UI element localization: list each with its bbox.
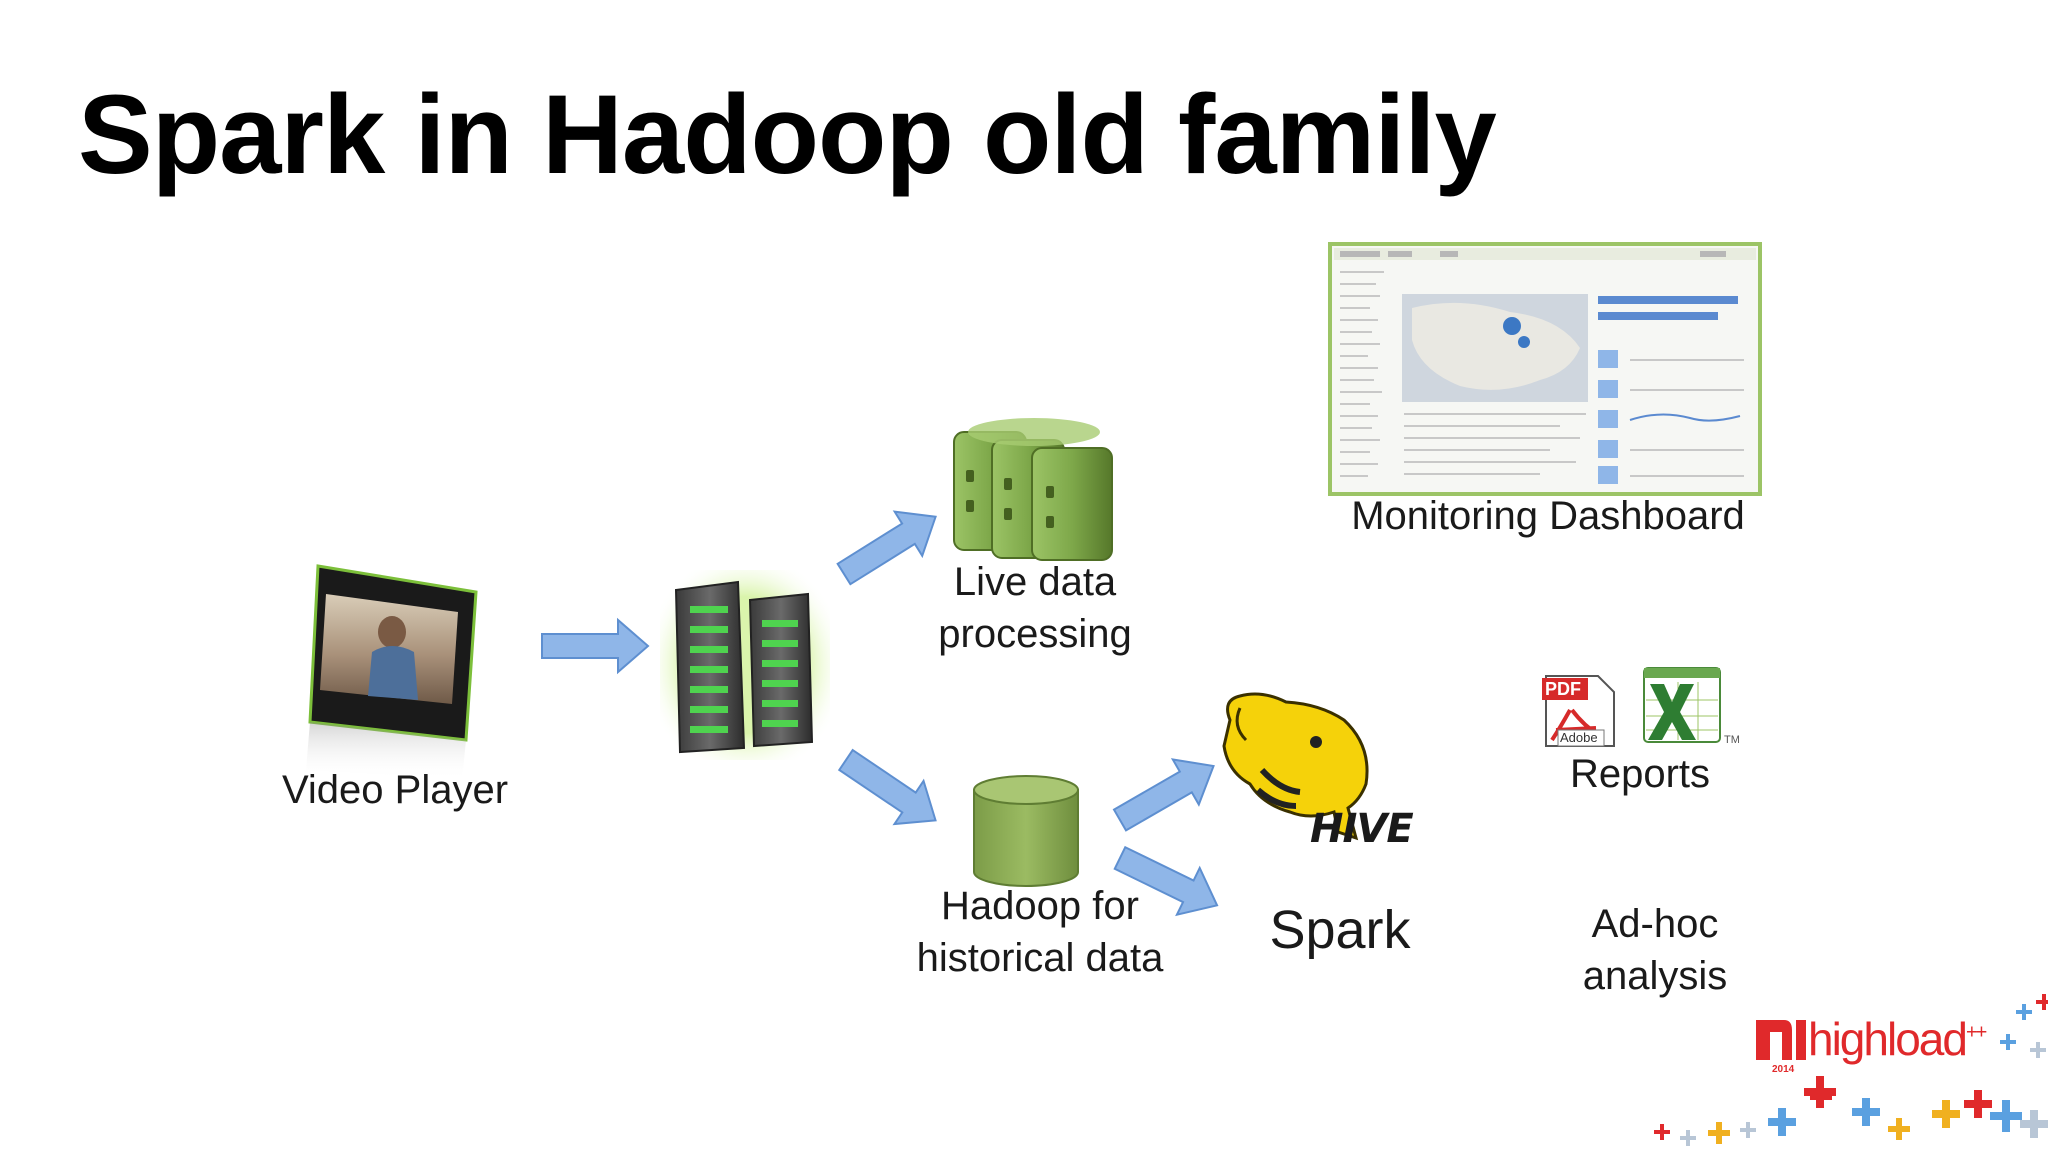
pdf-badge-text: PDF (1545, 679, 1581, 699)
server-rack-icon (660, 570, 830, 760)
arrow-hadoop-to-historical (837, 748, 937, 826)
spark-label: Spark (1269, 900, 1411, 960)
historical-data-label: Hadoop for historical data (880, 880, 1200, 984)
video-player-icon (306, 564, 478, 780)
arrow-video-to-hadoop (541, 617, 650, 675)
adhoc-analysis-label-line2: analysis (1582, 954, 1728, 998)
arrow-historical-to-hive (1112, 758, 1215, 832)
pdf-icon (1542, 675, 1615, 747)
hive-logo-text: HIVE (1310, 806, 1414, 852)
adhoc-analysis-label-line1: Ad-hoc (1591, 902, 1719, 946)
highload-wordmark: highload (1808, 1013, 1968, 1065)
highload-sup: ++ (1965, 1021, 1987, 1044)
reports-label: Reports (1569, 752, 1711, 796)
historical-data-label-line2: historical data (916, 936, 1164, 980)
live-data-label-line1: Live data (953, 560, 1117, 604)
database-cylinder-icon (973, 775, 1079, 887)
excel-trademark: TM (1724, 734, 1740, 746)
arrow-historical-to-spark (1113, 845, 1219, 917)
dashboard-screenshot-icon (1328, 242, 1762, 496)
hive-logo-icon (1222, 692, 1369, 841)
slide-title: Spark in Hadoop old family (78, 72, 1497, 197)
server-stack-icon (953, 418, 1113, 561)
highload-logo-mark (1756, 1020, 1806, 1060)
live-data-label: Live data processing (910, 556, 1160, 660)
historical-data-label-line1: Hadoop for (941, 884, 1139, 928)
arrow-hadoop-to-live (836, 510, 937, 586)
adhoc-analysis-label: Ad-hoc analysis (1540, 898, 1770, 1002)
pdf-brand-text: Adobe (1560, 730, 1598, 745)
video-player-label: Video Player (281, 768, 509, 812)
highload-year: 2014 (1772, 1064, 1795, 1075)
excel-icon (1643, 667, 1721, 743)
decorative-crosses (1654, 994, 2048, 1146)
highload-logo-text: highload++ (1808, 1012, 1987, 1066)
live-data-label-line2: processing (938, 612, 1132, 656)
monitoring-dashboard-label: Monitoring Dashboard (1351, 494, 1745, 538)
